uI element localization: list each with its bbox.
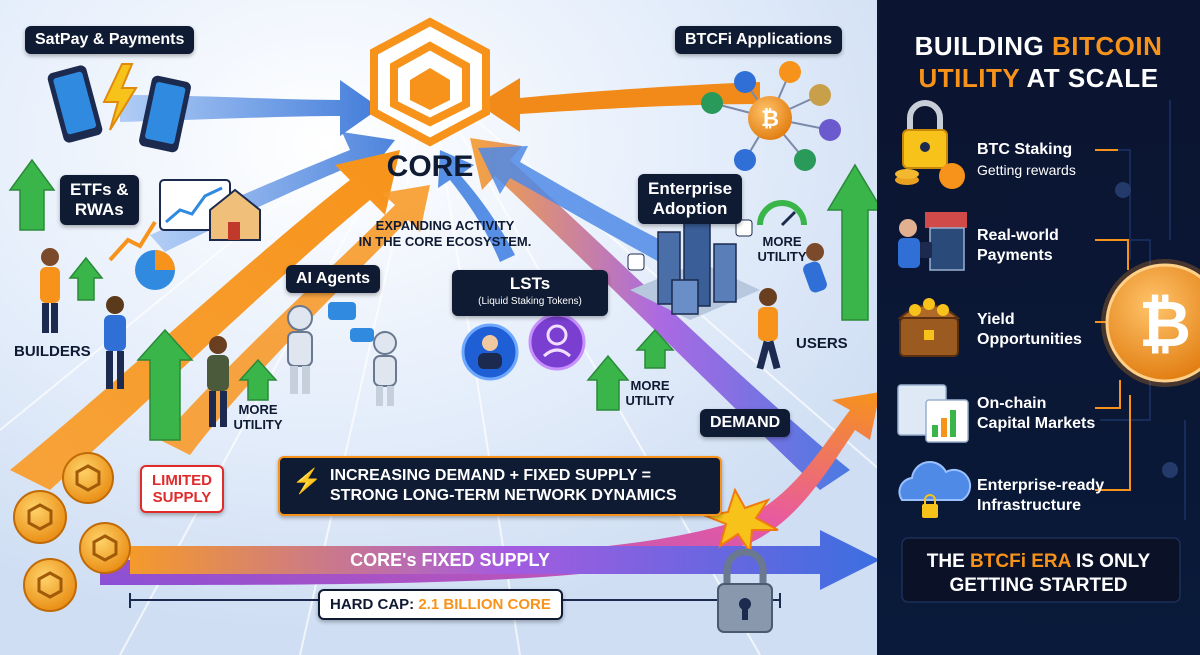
title-w4: AT SCALE [1019,63,1159,93]
market-chart-icon [897,384,969,443]
item-btc-staking-sub: Getting rewards [977,162,1076,178]
core-subtitle-line1: EXPANDING ACTIVITY [375,218,515,233]
more-utility-2-line1: MORE [630,378,670,393]
core-coins-stack [13,452,131,612]
item-capital-markets: On-chain Capital Markets [977,394,1095,434]
cloud-lock-icon [898,461,972,518]
fixed-supply-label: CORE's FIXED SUPPLY [350,550,550,570]
core-subtitle-line2: IN THE CORE ECOSYSTEM. [358,234,532,249]
padlock-icon [717,548,773,633]
core-title: CORE [386,150,474,183]
etf-rwa-illustration [108,179,261,290]
item-yield-title2: Opportunities [977,331,1082,348]
builders-label: BUILDERS [14,343,91,360]
more-utility-1-line1: MORE [238,402,278,417]
etfs-line2: RWAs [74,200,124,219]
item-payments-title: Real-world [977,227,1059,244]
item-yield: Yield Opportunities [977,310,1082,350]
small-btc-icon-2 [1162,462,1178,478]
more-utility-3-line2: UTILITY [757,249,807,264]
footer-w2: BTCFi ERA [970,551,1071,572]
item-infra-title: Enterprise-ready [977,477,1105,494]
users-label: USERS [796,335,848,352]
more-utility-2-line2: UTILITY [625,393,675,408]
item-real-world-payments: Real-world Payments [977,226,1059,266]
right-panel: BUILDING BITCOIN UTILITY AT SCALE BTC St… [877,0,1200,655]
hard-cap-prefix: HARD CAP: [330,596,419,613]
item-btc-staking-title: BTC Staking [977,141,1073,158]
svg-text:₿: ₿ [761,106,779,131]
btcfi-apps-label: BTCFi Applications [675,26,842,54]
footer-line2: GETTING STARTED [949,575,1128,596]
core-logo-icon [370,17,490,147]
small-btc-icon [1115,182,1131,198]
enterprise-line2: Adoption [652,199,728,218]
item-capital-title: On-chain [977,395,1047,412]
phones-icon [47,63,191,153]
item-infrastructure: Enterprise-ready Infrastructure [977,476,1104,516]
green-growth-arrows [8,158,884,441]
more-utility-2: MORE UTILITY [620,378,680,408]
ai-agents-label: AI Agents [286,265,381,293]
title-w3: UTILITY [918,63,1020,93]
banner-line1: INCREASING DEMAND + FIXED SUPPLY = [330,467,651,484]
etfs-line1: ETFs & [70,180,129,199]
enterprise-buildings [627,200,807,320]
hard-cap-label: HARD CAP: 2.1 BILLION CORE [318,589,563,620]
builders-figures [40,248,229,427]
banner-line2: STRONG LONG-TERM NETWORK DYNAMICS [330,487,677,504]
item-yield-title: Yield [977,311,1015,328]
title-w2: BITCOIN [1052,31,1163,61]
etfs-rwas-label: ETFs & RWAs [60,175,139,225]
treasure-chest-icon [897,298,961,357]
payment-terminal-icon [898,212,967,271]
hard-cap-value: 2.1 BILLION CORE [418,596,551,613]
limited-supply-line1: LIMITED [152,472,212,489]
more-utility-3: MORE UTILITY [752,234,812,264]
footer-w3: IS ONLY [1070,551,1151,572]
demand-arrow [100,392,880,585]
item-connectors [1095,149,1131,491]
svg-text:₿: ₿ [1139,288,1191,360]
demand-label: DEMAND [700,409,791,437]
footer-w1: THE [926,551,971,572]
right-panel-title: BUILDING BITCOIN UTILITY AT SCALE [877,30,1200,94]
more-utility-3-line1: MORE [762,234,802,249]
enterprise-adoption-label: Enterprise Adoption [638,174,743,224]
footer-box [901,537,1181,603]
satpay-label: SatPay & Payments [25,26,195,54]
item-infra-title2: Infrastructure [977,497,1082,514]
limited-supply-label: LIMITED SUPPLY [140,465,224,513]
bitcoin-coin-icon: ₿ [1101,259,1200,387]
lsts-title: LSTs [509,274,551,293]
btcfi-coin-network: ₿ [701,61,841,171]
item-btc-staking: BTC Staking Getting rewards [977,140,1076,180]
more-utility-1: MORE UTILITY [228,402,288,432]
users-figures [756,243,827,370]
title-w1: BUILDING [914,31,1052,61]
limited-supply-line2: SUPPLY [152,489,212,506]
more-utility-1-line2: UTILITY [233,417,283,432]
lst-tokens-icon [461,313,586,381]
lsts-label: LSTs (Liquid Staking Tokens) [452,270,608,316]
enterprise-line1: Enterprise [648,179,733,198]
padlock-coins-icon [895,100,965,189]
core-subtitle: EXPANDING ACTIVITY IN THE CORE ECOSYSTEM… [345,218,545,250]
dynamics-banner: ⚡ INCREASING DEMAND + FIXED SUPPLY = STR… [278,456,722,516]
item-payments-title2: Payments [977,247,1053,264]
right-panel-footer: THE BTCFi ERA IS ONLY GETTING STARTED [877,550,1200,598]
ai-robots-icon [287,302,397,406]
lsts-subtitle: (Liquid Staking Tokens) [478,296,582,307]
item-capital-title2: Capital Markets [977,415,1096,432]
lightning-icon: ⚡ [292,468,322,495]
